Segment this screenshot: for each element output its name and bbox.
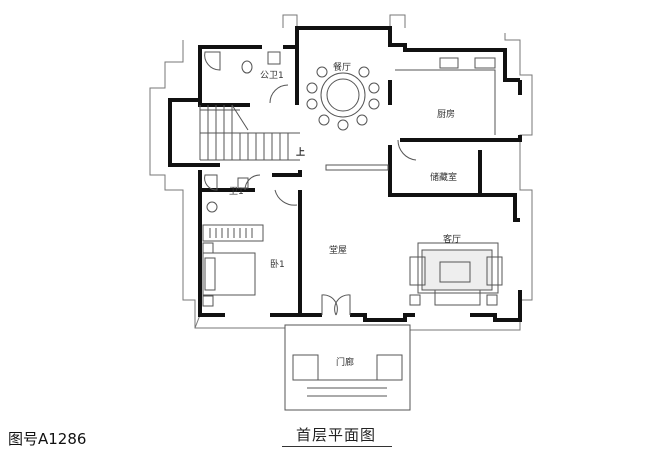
stair-up-label: 上	[296, 148, 306, 158]
room-label-porch: 门廊	[336, 358, 355, 368]
walls	[168, 26, 522, 322]
room-label-bedroom: 卧1	[270, 260, 285, 270]
room-label-dining: 餐厅	[333, 63, 352, 73]
room-label-bath: 卫1	[229, 187, 244, 197]
room-label-kitchen: 厨房	[437, 110, 456, 120]
fixtures	[199, 51, 503, 411]
drawing-number: 图号A1286	[8, 430, 87, 448]
dining-table	[306, 66, 380, 131]
room-label-storage: 储藏室	[430, 173, 458, 183]
staircase	[199, 104, 300, 161]
room-label-public-bath: 公卫1	[260, 71, 284, 81]
room-label-hall: 堂屋	[329, 246, 348, 256]
plan-title: 首层平面图	[296, 426, 377, 444]
room-label-living: 客厅	[443, 235, 462, 245]
title-underline	[282, 446, 392, 447]
